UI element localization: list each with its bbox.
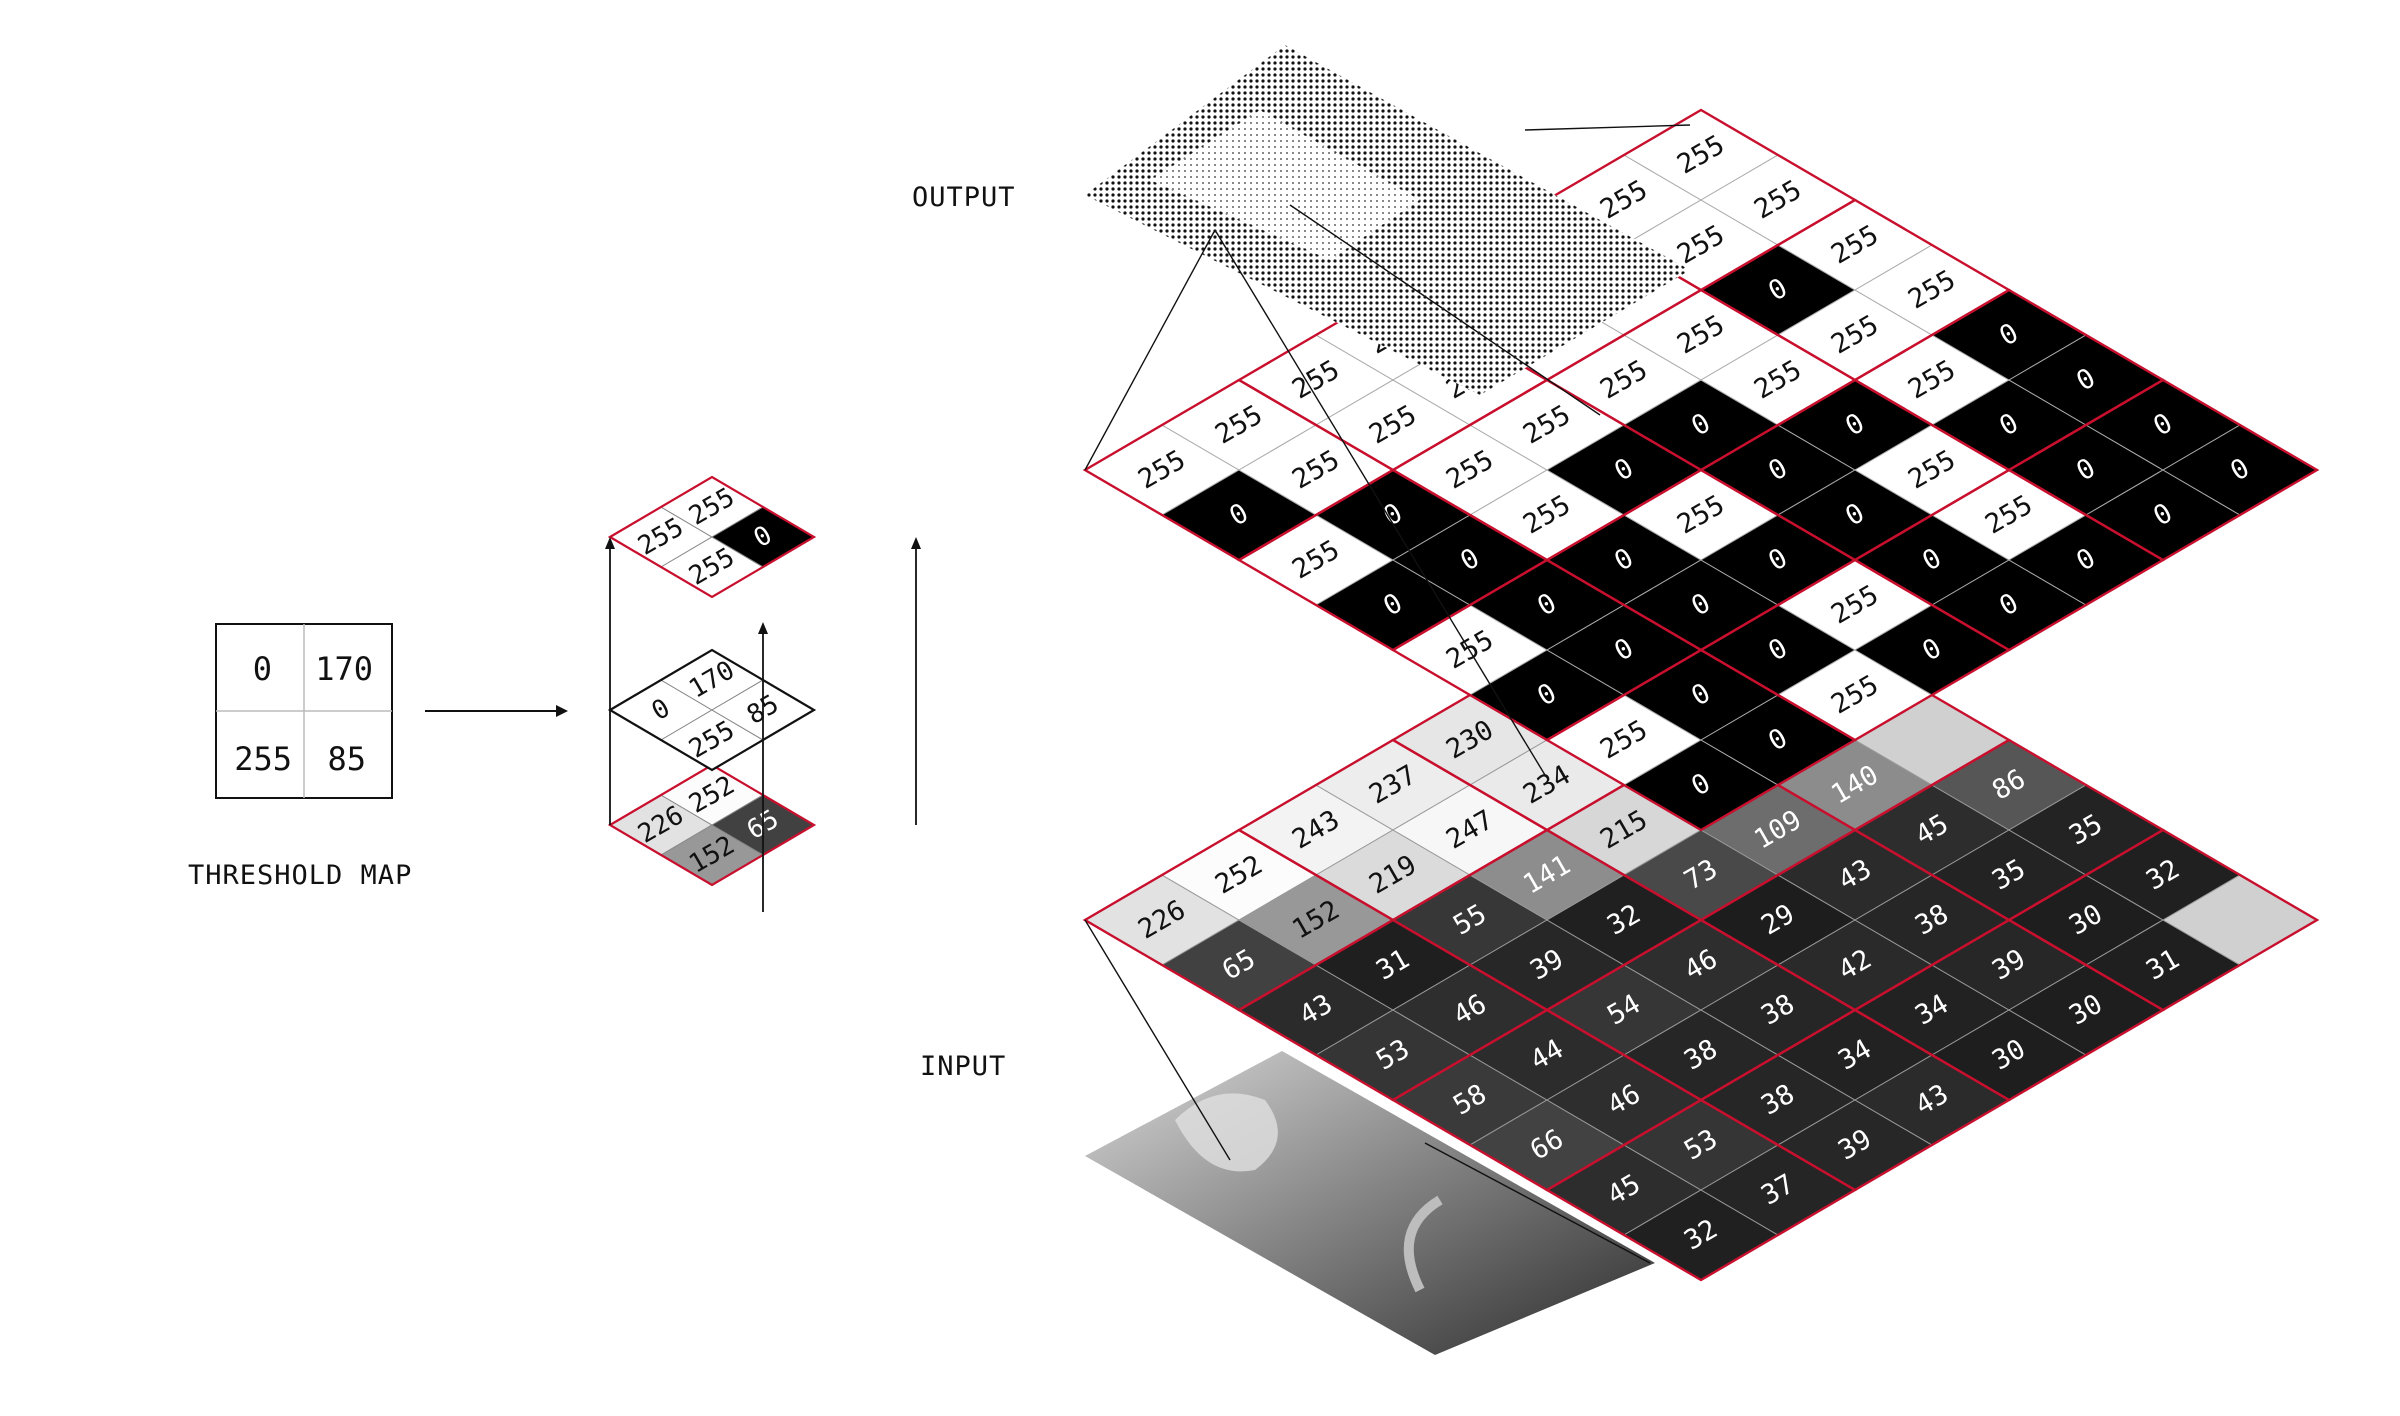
projection-line bbox=[1289, 204, 1601, 416]
threshold-cell: 85 bbox=[327, 740, 366, 778]
projection-line bbox=[1214, 229, 1546, 776]
threshold-cell: 0 bbox=[253, 650, 272, 688]
tile-border bbox=[2006, 828, 2320, 1012]
arrow-head bbox=[758, 622, 768, 634]
input-label: INPUT bbox=[920, 1051, 1006, 1082]
output-label: OUTPUT bbox=[912, 182, 1016, 213]
arrow-right bbox=[425, 705, 568, 717]
cube-top-outline bbox=[607, 475, 817, 599]
projection-line bbox=[1084, 919, 1231, 1161]
output-layer: 2552552552552552552552550255255255255255… bbox=[1082, 45, 2320, 832]
connector-lines bbox=[1084, 124, 1691, 1264]
input-layer: 2262522432372306515221924723443315514121… bbox=[1082, 558, 2320, 1355]
arrow-head bbox=[605, 537, 615, 549]
threshold-cell: 170 bbox=[315, 650, 373, 688]
tile-border bbox=[2006, 378, 2320, 562]
threshold-map-label: THRESHOLD MAP bbox=[188, 860, 412, 891]
dithered-highlight bbox=[1150, 110, 1420, 260]
arrow-head bbox=[911, 537, 921, 549]
cube-bottom-outline bbox=[607, 763, 817, 887]
threshold-map-table: 0 170 255 85 bbox=[215, 623, 393, 799]
projection-line bbox=[1084, 229, 1216, 471]
perch-shape bbox=[1403, 1195, 1443, 1293]
cube-middle-outline bbox=[607, 648, 817, 772]
projection-line bbox=[1524, 124, 1691, 131]
projection-line bbox=[1424, 1142, 1651, 1264]
threshold-cell: 255 bbox=[234, 740, 292, 778]
